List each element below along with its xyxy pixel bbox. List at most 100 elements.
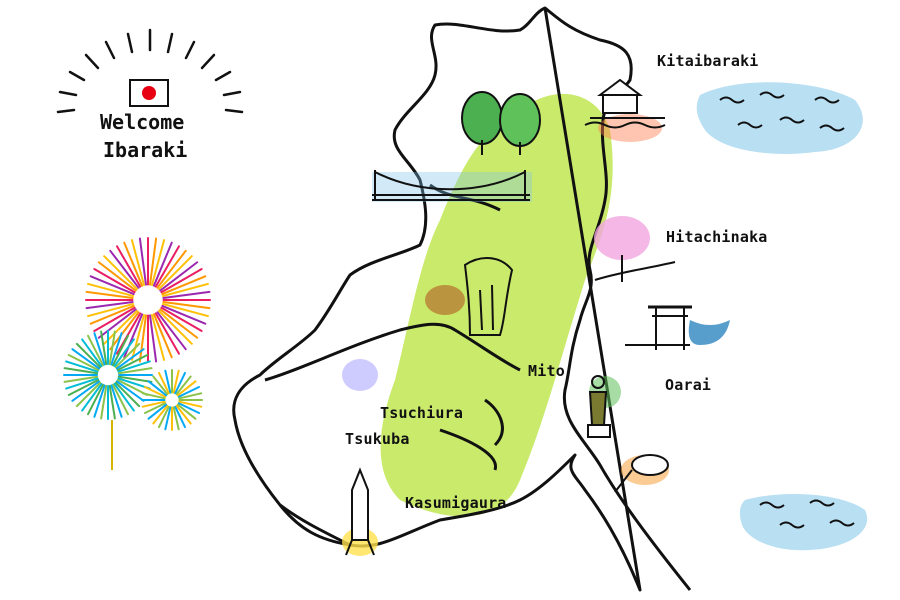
firework-spark (174, 371, 187, 395)
firework-spark (149, 314, 158, 363)
firework-spark (123, 241, 144, 287)
green-land-wash (380, 93, 613, 517)
firework-spark (103, 309, 139, 345)
firework-spark (138, 237, 147, 286)
firework-spark (172, 369, 180, 394)
place-tsuchiura: Tsuchiura (380, 404, 464, 422)
firework-spark (97, 308, 137, 339)
firework-spark (116, 245, 142, 288)
firework-spark (164, 369, 172, 394)
firework-spark (159, 308, 199, 339)
firework-spark (157, 371, 170, 395)
firework-spark (130, 313, 145, 361)
firework-spark (172, 406, 180, 431)
firework-spark (81, 382, 103, 412)
sea-blob-north (696, 82, 863, 154)
statue-icon (587, 375, 621, 438)
firework-spark (75, 381, 102, 408)
firework-spark (93, 332, 106, 366)
firework-spark (151, 313, 166, 361)
wave-strokes (719, 91, 855, 529)
firework-spark (175, 404, 192, 425)
firework-spark (103, 255, 139, 291)
firework-spark (110, 332, 123, 366)
firework-spark (89, 304, 135, 325)
place-tsukuba: Tsukuba (345, 430, 410, 448)
firework-spark (154, 312, 180, 355)
firework-spark (85, 301, 134, 310)
welcome-rays (56, 28, 244, 114)
firework-spark (176, 380, 197, 397)
lavender-blob (342, 359, 378, 391)
suspension-bridge-icon (372, 170, 532, 202)
firework-spark (114, 342, 141, 369)
firework-spark (65, 377, 99, 390)
firework-spark (159, 261, 199, 292)
firework-spark (63, 367, 99, 375)
firework-spark (67, 354, 100, 372)
firework-spark (152, 404, 169, 425)
place-hitachinaka: Hitachinaka (666, 228, 768, 246)
firework-spark (162, 290, 211, 299)
firework-spark (151, 239, 166, 287)
firework-spark (157, 405, 170, 429)
firework-spark (174, 405, 187, 429)
firework-spark (156, 311, 187, 351)
firework-spark (85, 290, 134, 299)
firework-spark (130, 239, 145, 287)
firework-spark (164, 406, 172, 431)
firework-spark (152, 241, 173, 287)
firework-spark (116, 354, 149, 372)
title-ibaraki: Ibaraki (103, 138, 188, 162)
firework-spark (110, 384, 123, 418)
firework-spark (161, 275, 207, 296)
firework-spark (178, 400, 203, 408)
firework-spark (157, 309, 193, 345)
place-kasumigaura: Kasumigaura (405, 494, 507, 512)
firework-spark (71, 348, 101, 370)
firework-spark (75, 342, 102, 369)
firework-spark (138, 314, 147, 363)
firework-spark (114, 381, 141, 408)
firework-spark (143, 385, 167, 398)
firework-spark (63, 375, 99, 383)
firework-spark (117, 360, 151, 373)
firework-spark (147, 403, 168, 420)
firework-spark (143, 402, 167, 415)
firework-spark (149, 237, 158, 286)
firework-spark (115, 348, 145, 370)
firework-spark (175, 375, 192, 396)
place-oarai: Oarai (665, 376, 712, 394)
firework-spark (117, 367, 153, 375)
firework-spark (87, 334, 105, 367)
firework-spark (109, 249, 140, 289)
place-kitaibaraki: Kitaibaraki (657, 52, 759, 70)
firework-spark (93, 384, 106, 418)
firework-spark (141, 392, 166, 400)
firework-spark (161, 304, 207, 325)
firework-spark (89, 275, 135, 296)
firework-spark (65, 360, 99, 373)
flowering-tree-icon (594, 216, 676, 282)
fireworks-icon (63, 237, 211, 470)
firework-spark (93, 268, 136, 294)
firework-spark (116, 312, 142, 355)
firework-spark (177, 402, 201, 415)
firework-spark (100, 384, 108, 420)
firework-spark (87, 383, 105, 416)
firework-spark (152, 375, 169, 396)
firework-spark (100, 330, 108, 366)
seaside-pavilion-icon (584, 78, 666, 142)
firework-spark (177, 385, 201, 398)
firework-spark (111, 334, 129, 367)
firework-spark (113, 338, 135, 368)
firework-spark (157, 255, 193, 291)
firework-spark (113, 382, 135, 412)
prefecture-outline (232, 6, 692, 592)
trees-icon (461, 91, 541, 155)
natto-icon (614, 454, 669, 493)
firework-spark (160, 306, 203, 332)
firework-spark (162, 301, 211, 310)
firework-spark (161, 303, 209, 318)
